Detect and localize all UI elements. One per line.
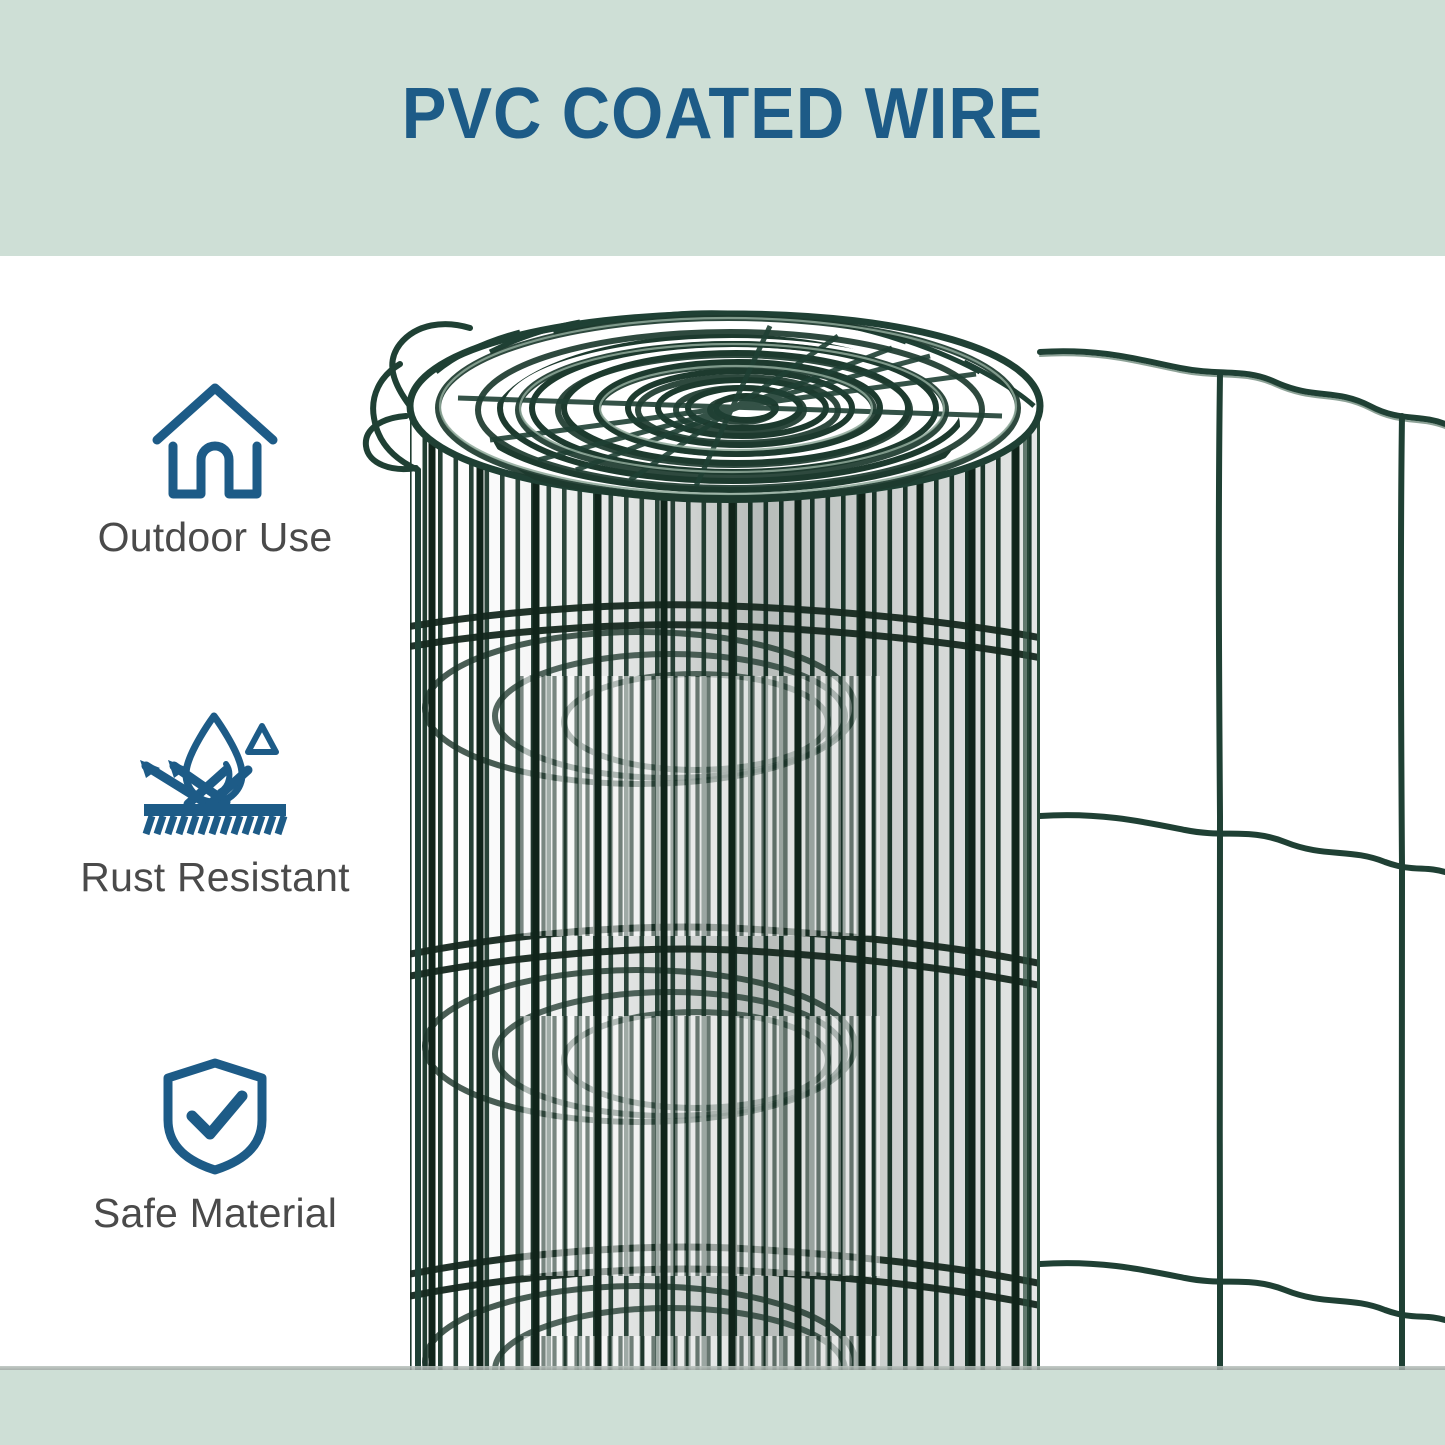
feature-item-outdoor-use: Outdoor Use [40,380,390,561]
feature-label-rust-resistant: Rust Resistant [80,854,350,900]
feature-item-safe-material: Safe Material [40,1056,390,1237]
feature-label-outdoor-use: Outdoor Use [97,514,333,560]
footer-edge-line [0,1366,1445,1370]
wire-mesh-roll-illustration [362,310,1445,1370]
loose-mesh-edge [370,361,421,1370]
house-icon [152,383,278,499]
feature-label-safe-material: Safe Material [92,1190,338,1236]
roll-body [410,364,1040,1370]
shield-check-icon [163,1058,267,1175]
header-band: PVC COATED WIRE [0,0,1445,256]
product-photo [340,256,1445,1370]
unrolled-mesh-tail [1037,348,1445,1370]
feature-item-rust-resistant: Rust Resistant [40,710,390,901]
footer-band [0,1370,1445,1445]
feature-list: Outdoor Use [40,380,390,1270]
roll-top-spiral [362,310,1044,503]
page-title: PVC COATED WIRE [401,74,1044,154]
water-repellent-icon [140,712,288,836]
